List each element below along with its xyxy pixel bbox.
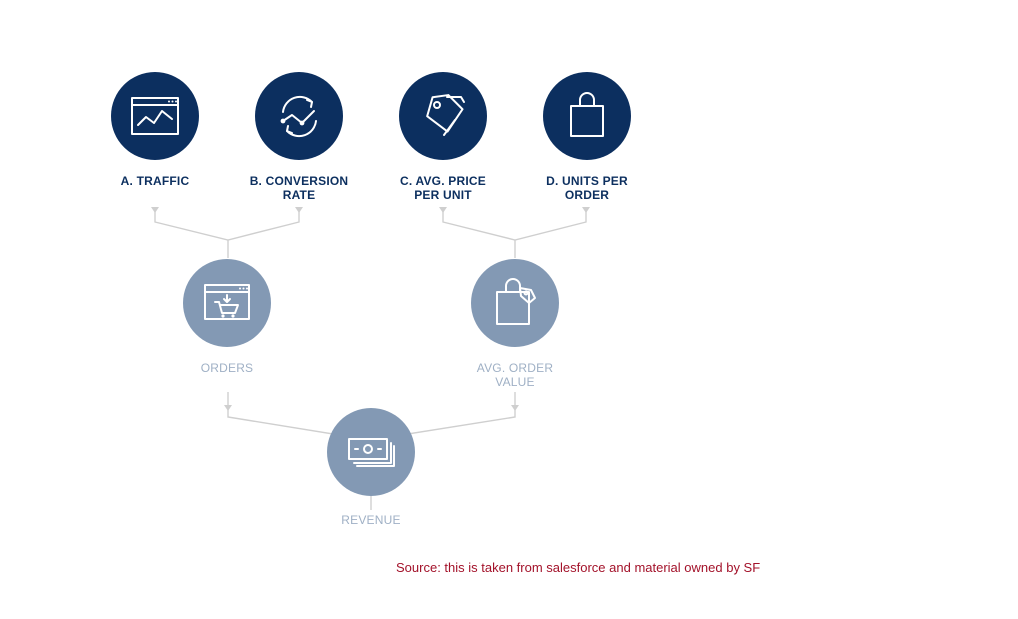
orders-node: [183, 259, 271, 347]
browser-line-chart-icon: [131, 97, 179, 135]
browser-cart-icon: [204, 284, 250, 320]
orders-label: ORDERS: [200, 361, 254, 375]
shopping-bag-icon: [570, 92, 604, 137]
circular-arrows-chart-icon: [280, 95, 317, 138]
source-caption: Source: this is taken from salesforce an…: [396, 560, 761, 575]
traffic-node: [111, 72, 199, 160]
bag-with-tag-icon: [496, 278, 536, 325]
avg-order-value-node: [471, 259, 559, 347]
conversion-rate-node: [255, 72, 343, 160]
traffic-label: A. TRAFFIC: [120, 174, 190, 188]
revenue-label: REVENUE: [341, 513, 401, 527]
units-per-order-node: [543, 72, 631, 160]
revenue-node: [327, 408, 415, 496]
price-tag-icon: [426, 94, 465, 136]
avg-price-node: [399, 72, 487, 160]
banknotes-icon: [348, 438, 395, 467]
